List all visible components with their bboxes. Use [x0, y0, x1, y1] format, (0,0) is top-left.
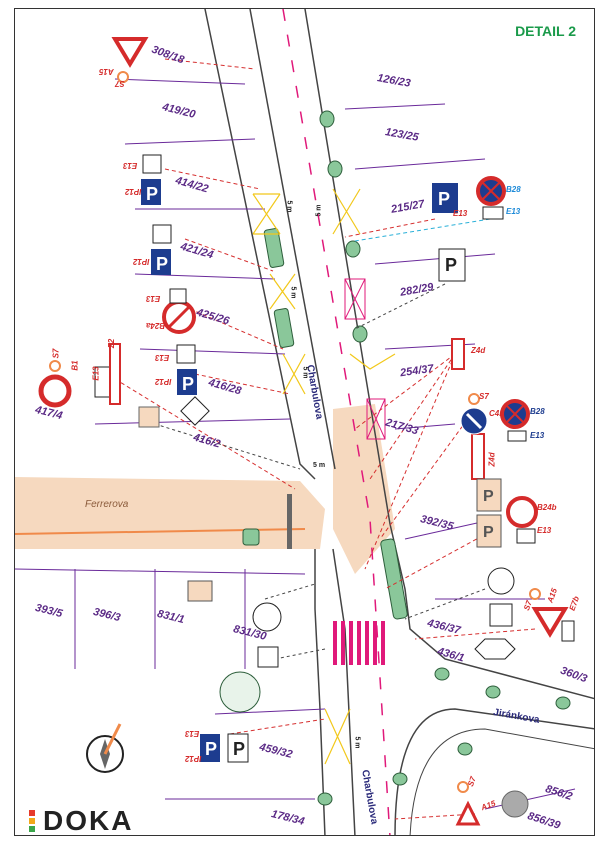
green-blocks	[219, 110, 571, 806]
road-edge	[304, 9, 594, 700]
island-edge	[409, 728, 594, 835]
ferrerova-street-area	[15, 477, 325, 549]
sign-code: E13	[453, 209, 468, 218]
svg-text:P: P	[205, 739, 217, 759]
barrier	[287, 494, 292, 549]
sign-code: S7	[479, 392, 489, 401]
distance-label: 5 m	[353, 736, 361, 749]
sign-code: E13	[155, 353, 170, 362]
jirankova-edge	[394, 708, 594, 835]
svg-text:P: P	[483, 524, 494, 541]
svg-text:P: P	[156, 254, 168, 274]
grey-pointer-lines	[154, 283, 486, 660]
parcel-boundaries	[15, 78, 576, 810]
sign-code: C4b	[489, 409, 505, 418]
sign-code: Z4d	[487, 452, 497, 467]
roadworks-sign-icon	[451, 338, 485, 480]
road-edge	[332, 548, 356, 835]
no-stopping-sign-icon	[460, 393, 530, 442]
roadworks-sign-icon	[474, 567, 575, 660]
parking-sign-icon: P P	[476, 478, 538, 548]
roadworks-sign-icon	[138, 396, 210, 428]
roadworks-sign-icon	[455, 781, 529, 826]
sign-code: S7	[51, 348, 61, 359]
no-stopping-sign-icon	[38, 343, 121, 408]
svg-text:P: P	[233, 739, 245, 759]
detail-title: DETAIL 2	[515, 23, 576, 39]
sign-code: IP12	[155, 377, 172, 386]
parking-sign-icon: P	[432, 176, 506, 220]
hatched-zones	[344, 278, 386, 440]
parking-sign-icon: P P	[187, 580, 282, 763]
sign-code: E13	[123, 161, 138, 170]
sign-code: E13	[146, 294, 161, 303]
crosswalk	[333, 621, 385, 665]
distance-label: 5 m	[315, 204, 323, 217]
parking-sign-icon: P	[438, 248, 466, 282]
road-centerline	[282, 9, 391, 835]
distance-label: 5 m	[285, 200, 293, 213]
road-edge	[314, 549, 326, 835]
parking-sign-icon: P	[176, 344, 197, 395]
sign-code: IP12	[125, 187, 142, 196]
sign-code: E13	[530, 431, 545, 440]
sign-code: S7	[115, 79, 125, 88]
svg-text:P: P	[146, 184, 158, 204]
sign-code: B28	[530, 407, 545, 416]
parking-sign-icon: P	[151, 224, 172, 275]
map-canvas: P P P	[15, 9, 594, 835]
crossing-area	[333, 404, 395, 574]
sign-code: Z4d	[471, 346, 486, 355]
sign-code: E13	[506, 207, 521, 216]
svg-text:P: P	[438, 189, 450, 209]
road-edge	[249, 9, 336, 470]
sign-code: B28	[506, 185, 521, 194]
sign-code: B24a	[146, 321, 166, 330]
sign-code: B1	[70, 360, 80, 371]
street-label-ferrerova: Ferrerova	[85, 499, 129, 510]
sign-code: E13	[537, 526, 552, 535]
distance-label: 5 m	[313, 462, 326, 469]
logo-text: DOKA	[43, 805, 134, 836]
doka-logo-mark	[29, 810, 35, 832]
doka-logo: DOKA	[29, 805, 179, 836]
yield-sign-icon	[111, 37, 149, 83]
svg-text:P: P	[445, 255, 457, 275]
no-stopping-sign-icon	[162, 288, 196, 334]
sign-code: Z2	[107, 338, 117, 349]
blue-pointer-line	[354, 218, 491, 242]
road-edge	[204, 9, 316, 480]
traffic-plan-map: P P P	[14, 8, 595, 836]
sign-code: A15	[99, 67, 114, 76]
work-zones	[252, 188, 396, 765]
svg-text:P: P	[182, 374, 194, 394]
parking-sign-icon: P	[141, 154, 162, 205]
sign-code: E13	[185, 729, 200, 738]
sign-code: IP12	[133, 257, 150, 266]
sign-code: E13	[91, 366, 101, 381]
sign-code: IP12	[185, 754, 202, 763]
sign-pointer-lines	[114, 58, 536, 820]
distance-label: 5 m	[301, 366, 309, 379]
distance-label: 5 m	[289, 286, 297, 299]
sign-code: B24b	[537, 503, 557, 512]
svg-text:P: P	[483, 488, 494, 505]
compass-rose-icon	[86, 723, 124, 773]
